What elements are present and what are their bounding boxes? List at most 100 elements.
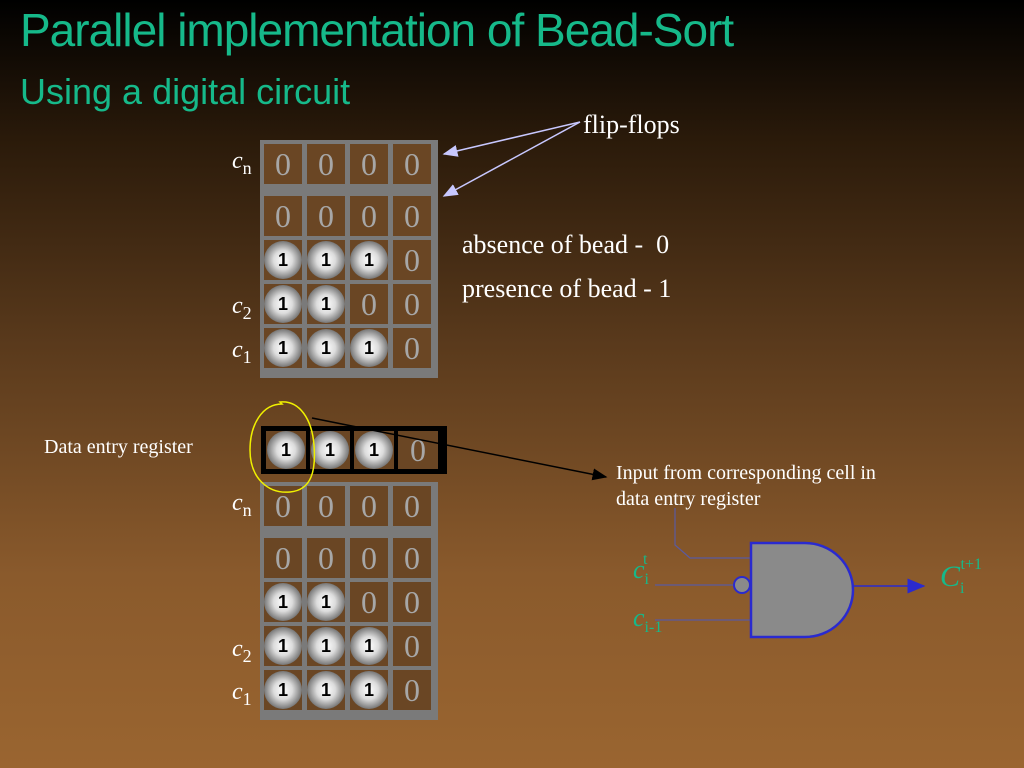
top-grid-zero: 0 [404,330,420,366]
flipflops-arrow-2 [442,121,581,197]
top-grid-cell: 0 [307,196,345,236]
bottom-grid-cell: 0 [307,538,345,578]
bottom-grid-cell: 0 [393,582,431,622]
top-grid-cell: 1 [350,240,388,280]
bottom-grid-cell: 1 [350,670,388,710]
bottom-grid-bead: 1 [307,671,345,709]
register-zero: 0 [410,432,426,468]
top-grid-zero: 0 [361,146,377,182]
top-grid-cell: 0 [350,196,388,236]
top-grid-cell: 0 [264,144,302,184]
bottom-grid-bead: 1 [264,671,302,709]
top-grid-cell: 1 [264,328,302,368]
slide-title: Parallel implementation of Bead-Sort [20,4,734,56]
bottom-grid-zero: 0 [404,672,420,708]
top-grid-zero: 0 [275,198,291,234]
bottom-grid-zero: 0 [318,540,334,576]
input-label-line2: data entry register [616,488,761,510]
gate-input-ci-label: cit [633,551,649,589]
bottom-grid-cell: 1 [307,626,345,666]
bottom-grid-cell: 1 [264,626,302,666]
top-grid-cell: 1 [307,328,345,368]
bottom-grid-zero: 0 [404,488,420,524]
top-grid-bead: 1 [350,241,388,279]
input-label-line1: Input from corresponding cell in [616,462,876,484]
bottom-grid-cell: 1 [350,626,388,666]
top-grid-bead: 1 [307,241,345,279]
top-grid-bead: 1 [307,329,345,367]
bottom-grid-cell: 0 [350,538,388,578]
top-grid-cell: 0 [393,144,431,184]
top-grid-cell: 0 [393,196,431,236]
top-grid-cell: 0 [393,240,431,280]
legend-presence: presence of bead - 1 [462,274,672,303]
top-grid-bead: 1 [264,329,302,367]
bottom-grid-cell: 0 [393,626,431,666]
register-bead: 1 [355,431,393,469]
top-grid-zero: 0 [318,146,334,182]
top-grid-bead: 1 [307,285,345,323]
bottom-grid-bead: 1 [307,627,345,665]
top-grid-cell: 0 [350,144,388,184]
top-grid-bead: 1 [264,285,302,323]
top-grid-cell: 1 [264,284,302,324]
bottom-grid-cell: 1 [307,582,345,622]
bottom-row-label-c1: c1 [232,679,252,709]
bottom-grid-cell: 0 [264,538,302,578]
top-grid-zero: 0 [318,198,334,234]
bottom-grid-cell: 0 [393,486,431,526]
top-row-label-c2: c2 [232,293,252,323]
top-grid-cell: 0 [393,284,431,324]
bottom-grid-bead: 1 [264,583,302,621]
bottom-grid-cell: 0 [350,486,388,526]
gate-input-cim1-label: ci-1 [633,603,663,637]
gate-output-label: Cit+1 [940,556,982,597]
bottom-grid-zero: 0 [361,540,377,576]
bottom-grid-bead: 1 [350,671,388,709]
bottom-grid-zero: 0 [404,628,420,664]
legend-absence: absence of bead - 0 [462,230,670,259]
bottom-row-label-cn: cn [232,490,252,520]
top-grid-cell: 1 [307,284,345,324]
flipflops-arrow-1 [442,121,581,157]
bottom-grid-cell: 0 [264,486,302,526]
top-grid-zero: 0 [361,286,377,322]
register-cell: 1 [354,431,394,469]
bottom-grid-cell: 0 [307,486,345,526]
inverter-bubble-icon [733,576,751,594]
bottom-grid-bead: 1 [307,583,345,621]
bottom-grid-zero: 0 [318,488,334,524]
register-cell: 0 [398,431,438,469]
top-grid-zero: 0 [404,242,420,278]
and-gate-icon [749,541,855,639]
top-grid-zero: 0 [275,146,291,182]
register-cell: 1 [266,431,306,469]
top-grid-bead: 1 [350,329,388,367]
top-grid-cell: 1 [264,240,302,280]
flipflops-label: flip-flops [583,110,680,139]
bottom-grid-cell: 1 [307,670,345,710]
bottom-grid-zero: 0 [361,584,377,620]
register-cell: 1 [310,431,350,469]
top-grid-cell: 0 [350,284,388,324]
top-row-label-c1: c1 [232,337,252,367]
bottom-grid-bead: 1 [350,627,388,665]
bottom-grid-zero: 0 [275,488,291,524]
top-row-label-cn: cn [232,148,252,178]
bottom-grid-zero: 0 [275,540,291,576]
bottom-grid-zero: 0 [361,488,377,524]
top-grid-cell: 1 [307,240,345,280]
bottom-grid-cell: 0 [350,582,388,622]
bottom-grid-zero: 0 [404,584,420,620]
bottom-row-label-c2: c2 [232,636,252,666]
register-bead: 1 [267,431,305,469]
data-entry-register-label: Data entry register [44,436,193,458]
top-grid-cell: 1 [350,328,388,368]
top-grid-cell: 0 [393,328,431,368]
register-bead: 1 [311,431,349,469]
bottom-grid-cell: 1 [264,582,302,622]
bottom-grid-cell: 0 [393,538,431,578]
